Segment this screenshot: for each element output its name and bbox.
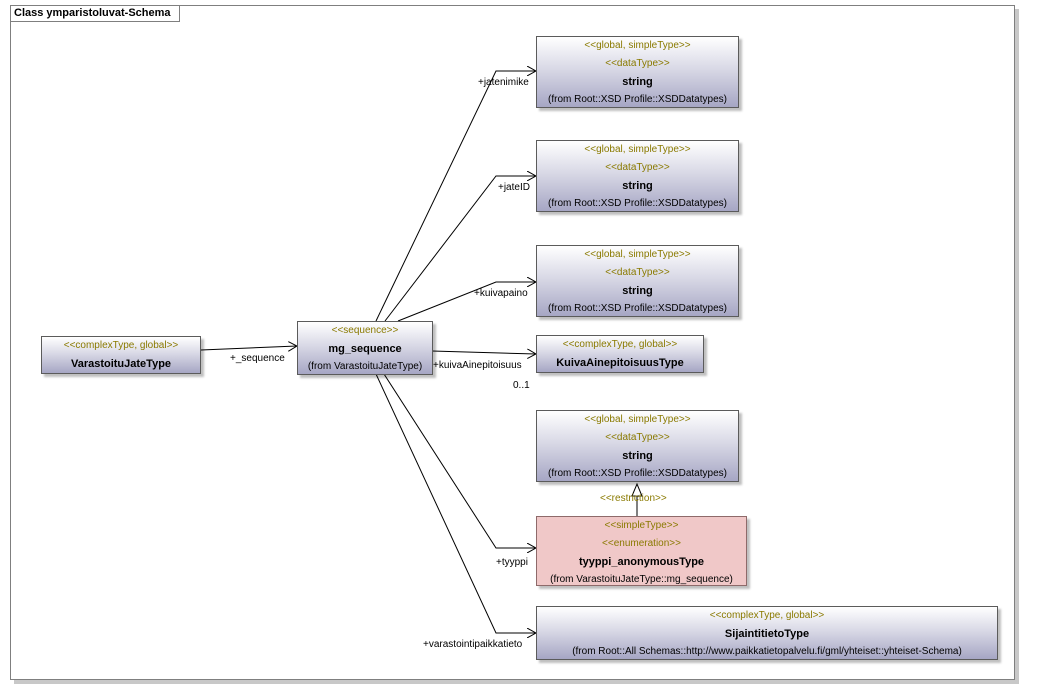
edge-sequence [200, 346, 297, 350]
class-name: string [622, 285, 653, 297]
role-label-jatenimike: +jatenimike [478, 77, 529, 88]
edge-kuivapaino [397, 282, 536, 322]
class-origin: (from VarastoituJateType) [307, 361, 423, 372]
multiplicity-label: 0..1 [513, 380, 530, 391]
diagram-title: Class ymparistoluvat-Schema [11, 6, 180, 22]
class-tyyppi-anonymous-type[interactable]: <<simpleType>> <<enumeration>> tyyppi_an… [536, 516, 747, 586]
edge-jateID [384, 176, 536, 322]
stereotype: <<dataType>> [605, 58, 670, 69]
role-label-kuiva-ainepitoisuus: +kuivaAinepitoisuus [433, 360, 522, 371]
class-origin: (from Root::XSD Profile::XSDDatatypes) [548, 94, 727, 105]
stereotype: <<global, simpleType>> [584, 40, 691, 51]
class-name: KuivaAinepitoisuusType [556, 357, 684, 369]
class-origin: (from Root::XSD Profile::XSDDatatypes) [548, 198, 727, 209]
edge-jatenimike [375, 71, 536, 322]
class-string-3[interactable]: <<global, simpleType>> <<dataType>> stri… [536, 245, 739, 317]
role-label-tyyppi: +tyyppi [496, 557, 528, 568]
class-sijaintitieto-type[interactable]: <<complexType, global>> SijaintitietoTyp… [536, 606, 998, 660]
class-name: string [622, 180, 653, 192]
class-origin: (from Root::XSD Profile::XSDDatatypes) [548, 303, 727, 314]
stereotype: <<enumeration>> [602, 538, 681, 549]
role-label-kuivapaino: +kuivapaino [474, 288, 528, 299]
class-name: string [622, 450, 653, 462]
class-string-2[interactable]: <<global, simpleType>> <<dataType>> stri… [536, 140, 739, 212]
restriction-arrowhead [631, 482, 643, 497]
class-string-1[interactable]: <<global, simpleType>> <<dataType>> stri… [536, 36, 739, 108]
class-origin: (from Root::XSD Profile::XSDDatatypes) [548, 468, 727, 479]
class-name: VarastoituJateType [70, 358, 172, 370]
class-kuiva-ainepitoisuus-type[interactable]: <<complexType, global>> KuivaAinepitoisu… [536, 335, 704, 373]
stereotype: <<dataType>> [605, 162, 670, 173]
stereotype: <<global, simpleType>> [584, 249, 691, 260]
class-origin: (from Root::All Schemas::http://www.paik… [572, 646, 962, 657]
stereotype: <<global, simpleType>> [584, 414, 691, 425]
stereotype: <<global, simpleType>> [584, 144, 691, 155]
stereotype: <<complexType, global>> [562, 339, 678, 350]
stereotype: <<simpleType>> [604, 520, 679, 531]
stereotype: <<complexType, global>> [63, 340, 179, 351]
class-origin: (from VarastoituJateType::mg_sequence) [550, 574, 733, 585]
class-name: string [622, 76, 653, 88]
class-varastoitu-jate-type[interactable]: <<complexType, global>> VarastoituJateTy… [41, 336, 201, 374]
class-mg-sequence[interactable]: <<sequence>> mg_sequence (from Varastoit… [297, 321, 433, 375]
edge-kuiva [431, 351, 536, 354]
class-name: SijaintitietoType [724, 628, 810, 640]
edge-tyyppi [383, 373, 536, 548]
role-label-varastointipaikkatieto: +varastointipaikkatieto [423, 639, 523, 650]
edge-varastointi [375, 373, 536, 633]
class-name: tyyppi_anonymousType [578, 556, 705, 568]
stereotype: <<complexType, global>> [709, 610, 825, 621]
stereotype: <<dataType>> [605, 432, 670, 443]
restriction-label: <<restriction>> [600, 493, 667, 504]
role-label-sequence: +_sequence [230, 353, 285, 364]
class-name: mg_sequence [328, 343, 402, 355]
class-string-4[interactable]: <<global, simpleType>> <<dataType>> stri… [536, 410, 739, 482]
role-label-jateid: +jateID [498, 182, 530, 193]
stereotype: <<sequence>> [331, 325, 399, 336]
stereotype: <<dataType>> [605, 267, 670, 278]
